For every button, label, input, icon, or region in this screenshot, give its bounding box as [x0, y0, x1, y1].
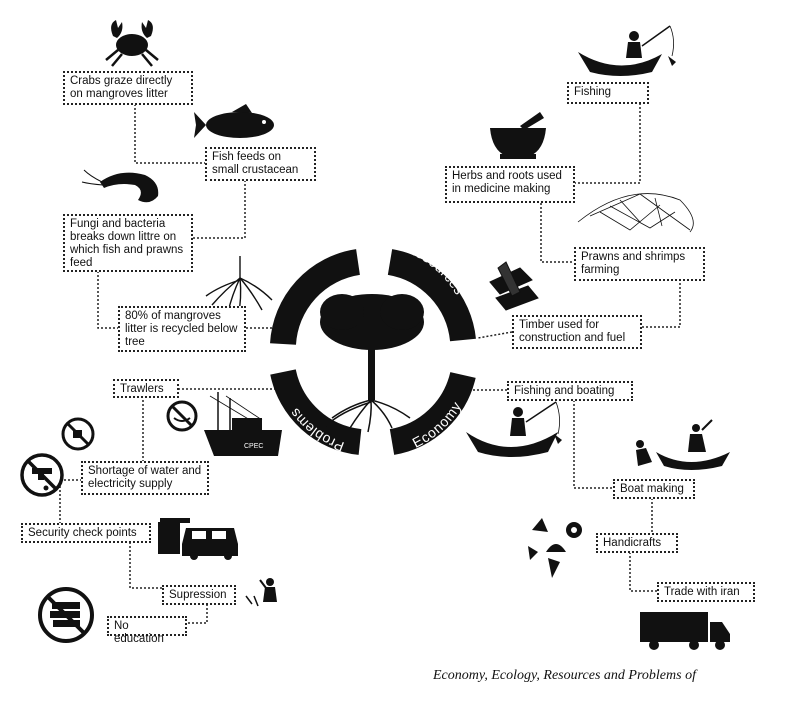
no-education-books-icon — [38, 587, 94, 643]
economy-handicrafts-box: Handicrafts — [596, 533, 678, 553]
resources-prawns-text: Prawns and shrimps farming — [581, 251, 686, 276]
connectors — [59, 103, 681, 624]
ring-segment-problems — [270, 368, 362, 455]
fish-icon — [194, 104, 274, 138]
problems-shortage-text: Shortage of water and electricity supply — [88, 465, 202, 490]
economy-boating-text: Fishing and boating — [514, 385, 615, 397]
central-ring — [270, 249, 476, 455]
ring-segment-resources — [387, 249, 476, 342]
ring-segment-ecology — [270, 249, 361, 346]
trawler-ship-icon: CPEC — [204, 392, 282, 456]
connector-fish-fungi — [192, 180, 246, 239]
prawn-icon — [81, 169, 159, 203]
problems-security-box: Security check points — [21, 523, 151, 543]
fishing-net-icon — [577, 193, 694, 233]
suppression-figure-icon — [245, 578, 277, 607]
connector-boating-boatmaking — [573, 400, 613, 489]
connector-herbs-prawns — [540, 203, 574, 263]
problems-trawlers-box: Trawlers — [113, 379, 179, 398]
ecology-crabs-box: Crabs graze directly on mangroves litter — [63, 71, 193, 105]
economy-boatmaking-text: Boat making — [620, 483, 684, 495]
truck-icon — [640, 612, 730, 650]
connector-crabs-fish — [134, 104, 205, 164]
economy-trade-text: Trade with iran — [664, 586, 740, 598]
resources-herbs-text: Herbs and roots used in medicine making — [452, 170, 562, 195]
crab-icon — [105, 20, 159, 67]
connector-shortage-security — [59, 479, 82, 523]
ecology-fish-text: Fish feeds on small crustacean — [212, 151, 299, 176]
economy-boatmaking-box: Boat making — [613, 479, 695, 499]
ecology-fungi-box: Fungi and bacteria breaks down littre on… — [63, 214, 193, 272]
economy-boating-box: Fishing and boating — [507, 381, 633, 401]
resources-timber-box: Timber used for construction and fuel — [512, 315, 642, 349]
ecology-crabs-text: Crabs graze directly on mangroves litter — [70, 75, 173, 100]
timber-logs-icon — [489, 261, 539, 311]
boat-making-icon — [636, 419, 730, 470]
ecology-recycled-box: 80% of mangroves litter is recycled belo… — [118, 306, 246, 352]
seashells-icon — [528, 518, 582, 578]
resources-herbs-box: Herbs and roots used in medicine making — [445, 166, 575, 203]
problems-education-box: No education — [107, 616, 187, 645]
resources-fishing-text: Fishing — [574, 86, 612, 98]
connector-supression-education — [186, 604, 208, 624]
figure-caption-text: Economy, Ecology, Resources and Problems… — [433, 668, 696, 683]
no-electricity-icon — [61, 417, 95, 451]
problems-education-text: No education — [114, 620, 164, 645]
ecology-fish-box: Fish feeds on small crustacean — [205, 147, 316, 181]
resources-timber-text: Timber used for construction and fuel — [519, 319, 626, 344]
mortar-pestle-icon — [490, 112, 546, 159]
connector-timber-ring — [477, 331, 513, 339]
ecology-fungi-text: Fungi and bacteria breaks down littre on… — [70, 218, 184, 269]
figure-caption: Economy, Ecology, Resources and Problems… — [433, 667, 800, 691]
no-fishing-icon — [166, 400, 198, 432]
connector-security-supression — [129, 542, 162, 589]
mangrove-tree-icon — [320, 294, 424, 433]
connector-handicrafts-trade — [629, 552, 657, 592]
problems-shortage-box: Shortage of water and electricity supply — [81, 461, 209, 495]
resources-fishing-box: Fishing — [567, 82, 649, 104]
economy-trade-box: Trade with iran — [657, 582, 755, 602]
economy-handicrafts-text: Handicrafts — [603, 537, 662, 549]
connector-fungi-recycled — [97, 271, 118, 329]
resources-prawns-box: Prawns and shrimps farming — [574, 247, 705, 281]
ring-segment-economy — [389, 371, 476, 455]
fishing-boat-economy-icon — [466, 401, 562, 457]
fishing-boat-icon — [578, 25, 676, 76]
connector-fishing-herbs — [574, 103, 641, 184]
problems-security-text: Security check points — [28, 527, 137, 539]
checkpoint-barrier-icon — [158, 518, 238, 560]
ecology-recycled-text: 80% of mangroves litter is recycled belo… — [125, 310, 238, 348]
no-water-icon — [20, 453, 64, 497]
problems-supression-text: Supression — [169, 589, 227, 601]
problems-trawlers-text: Trawlers — [120, 383, 164, 395]
connector-prawns-timber — [641, 279, 681, 328]
problems-supression-box: Supression — [162, 585, 236, 605]
ship-label: CPEC — [244, 443, 263, 450]
